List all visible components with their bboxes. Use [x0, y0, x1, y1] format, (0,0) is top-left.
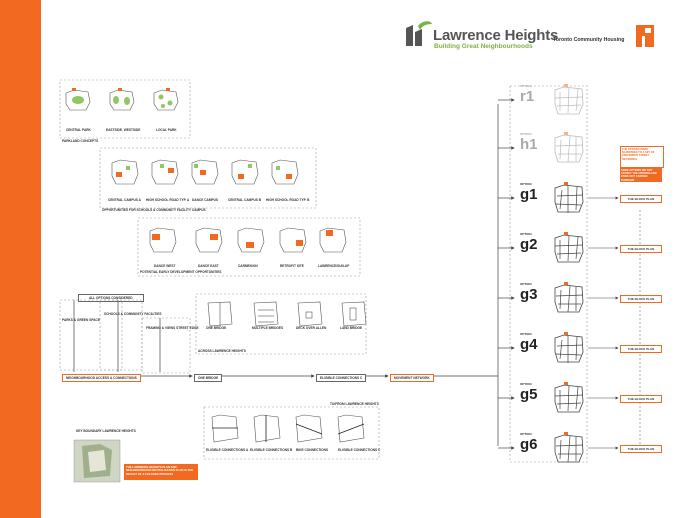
note-box-1: THE OPTIONS WERE NARROWED TO A SET OF PR…: [620, 146, 664, 168]
school-label-4: CENTRAL CAMPUS B: [228, 198, 262, 202]
option-prefix: OPTION: [520, 182, 532, 186]
note-box-2: SOME OPTIONS DID NOT SATISFY THE CRITERI…: [620, 168, 662, 182]
lawrence-heights-logo-icon: [406, 21, 432, 46]
development-label-5: LAWRENCE/SUN-UP: [318, 264, 350, 268]
option-map-r1: [554, 84, 584, 115]
tch-logo-icon: [636, 25, 654, 47]
development-thumbnails: [149, 227, 347, 253]
development-label-1: DANCE WEST: [154, 264, 176, 268]
option-code: g4: [520, 336, 538, 353]
option-map-g5: [554, 382, 584, 413]
parkland-section-title: PARKLAND CONCEPTS: [62, 139, 99, 143]
option-prefix: OPTION: [520, 84, 532, 88]
parkland-label-3: LOCAL PARK: [156, 128, 177, 132]
left-accent-bar: [0, 0, 41, 518]
option-map-g1: [554, 182, 584, 213]
option-prefix: OPTION: [520, 282, 532, 286]
parkland-label-1: CENTRAL PARK: [66, 128, 91, 132]
connection-label-2: ELIGIBLE CONNECTIONS B: [250, 448, 293, 452]
one-bridge-box: ONE BRIDGE: [194, 374, 223, 382]
option-code: g1: [520, 186, 538, 203]
key-map-title: KEY BOUNDARY LAWRENCE HEIGHTS: [76, 429, 136, 433]
option-code: g5: [520, 386, 538, 403]
framing-column-head: FRAMING & VIEWS STREET EDGE: [146, 326, 199, 330]
bridge-thumbnails: [207, 301, 367, 327]
development-label-2: DANCE EAST: [198, 264, 219, 268]
option-prefix: OPTION: [520, 132, 532, 136]
option-code: g6: [520, 436, 538, 453]
logo-title: Lawrence Heights: [433, 27, 559, 44]
schools-column-head: SCHOOLS & COMMUNITY FACILITIES: [104, 312, 162, 316]
key-map-image: [73, 439, 121, 483]
school-label-3: DANCE CAMPUS: [192, 198, 219, 202]
partner-name: Toronto Community Housing: [553, 37, 625, 43]
block-plan-box[interactable]: THE BLOCK PLAN: [620, 395, 662, 403]
connection-label-3: BIKE CONNECTIONS: [296, 448, 329, 452]
option-code: g2: [520, 236, 538, 253]
option-map-g3: [554, 282, 584, 313]
parkland-label-2: EASTSIDE, WESTSIDE: [106, 128, 141, 132]
option-code: r1: [520, 88, 535, 105]
block-plan-box[interactable]: THE BLOCK PLAN: [620, 445, 662, 453]
option-map-g2: [554, 232, 584, 263]
block-plan-box[interactable]: THE BLOCK PLAN: [620, 195, 662, 203]
connection-label-1: ELIGIBLE CONNECTIONS A: [206, 448, 249, 452]
school-label-1: CENTRAL CAMPUS A: [108, 198, 141, 202]
development-section-title: POTENTIAL EARLY DEVELOPMENT OPPORTUNITIE…: [140, 270, 222, 274]
school-section-title: OPPORTUNITIES FOR SCHOOLS & COMMUNITY FA…: [102, 208, 206, 212]
to-from-heights-title: TO/FROM LAWRENCE HEIGHTS: [330, 402, 379, 406]
connection-thumbnails: [211, 414, 365, 443]
block-plan-box[interactable]: THE BLOCK PLAN: [620, 345, 662, 353]
movement-network-box: MOVEMENT NETWORK: [390, 374, 434, 382]
bridge-label-4: LAND BRIDGE: [340, 326, 363, 330]
option-code: h1: [520, 136, 538, 153]
neighbourhood-access-box: NEIGHBOURHOOD ACCESS & CONNECTIONS: [62, 374, 141, 382]
bridge-label-2: MULTIPLE BRIDGES: [252, 326, 284, 330]
block-plan-box[interactable]: THE BLOCK PLAN: [620, 245, 662, 253]
note-text-2: SOME OPTIONS DID NOT SATISFY THE CRITERI…: [621, 169, 657, 182]
flow-lines: [73, 104, 499, 446]
connection-label-4: ELIGIBLE CONNECTIONS C: [338, 448, 381, 452]
option-prefix: OPTION: [520, 382, 532, 386]
option-map-g6: [554, 432, 584, 463]
orange-note-text: THE LAWRENCE HEIGHTS PLAN AND NEIGHBOURH…: [126, 465, 194, 476]
parkland-thumbnails: [65, 88, 179, 111]
orange-note-box: THE LAWRENCE HEIGHTS PLAN AND NEIGHBOURH…: [124, 464, 198, 480]
option-prefix: OPTION: [520, 332, 532, 336]
school-label-5: HIGH SCHOOL ROAD TYP. B: [266, 198, 310, 202]
bridge-label-3: DECK OVER ALLEN: [296, 326, 327, 330]
option-prefix: OPTION: [520, 232, 532, 236]
option-map-g4: [554, 332, 584, 363]
bridge-label-1: ONE BRIDGE: [206, 326, 227, 330]
logo-subtitle: Building Great Neighbourhoods: [434, 43, 533, 50]
school-label-2: HIGH SCHOOL ROAD TYP. A: [146, 198, 190, 202]
across-heights-title: ACROSS LAWRENCE HEIGHTS: [198, 349, 246, 353]
option-map-h1: [554, 132, 584, 163]
all-options-box: ALL OPTIONS CONSIDERED: [78, 294, 144, 302]
eligible-connections-box: ELIGIBLE CONNECTIONS C: [316, 374, 367, 382]
block-plan-box[interactable]: THE BLOCK PLAN: [620, 295, 662, 303]
note-text-1: THE OPTIONS WERE NARROWED TO A SET OF PR…: [622, 148, 655, 161]
development-label-3: CARMEN/ON: [238, 264, 258, 268]
option-code: g3: [520, 286, 538, 303]
school-thumbnails: [111, 159, 299, 185]
development-label-4: RETROFIT SITE: [280, 264, 304, 268]
option-prefix: OPTION: [520, 432, 532, 436]
parks-column-head: PARKS & GREEN SPACE: [62, 318, 100, 322]
